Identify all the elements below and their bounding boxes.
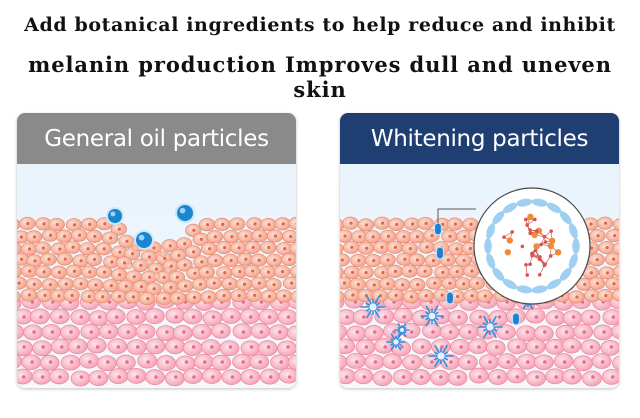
headline-line-1: Add botanical ingredients to help reduce… [24,14,616,36]
whitening-burst-icon [428,344,454,368]
whitening-burst-icon [394,323,410,337]
oil-particle-icon [106,207,124,225]
oil-particle-icon [134,230,154,250]
whitening-particle-icon [435,246,445,260]
whitening-burst-icon [360,295,386,319]
panel-title-whitening-particles: Whitening particles [340,113,619,164]
whitening-burst-icon [477,315,503,339]
skin-cross-section-left [17,203,296,387]
panel-title-general-oil-particles: General oil particles [17,113,296,164]
skin-cell-layer [17,216,296,387]
headline-line-2: melanin production Improves dull and une… [28,52,612,102]
oil-particle-icon [175,203,195,223]
whitening-particle-icon [433,222,443,236]
whitening-burst-icon [420,305,444,327]
general-oil-particles-panel: General oil particles [17,113,296,388]
magnified-particle-view [473,187,591,305]
whitening-particle-icon [445,291,455,305]
whitening-particle-icon [511,312,521,326]
whitening-burst-icon [386,333,406,351]
skin-cross-section-right [340,187,619,387]
whitening-particles-panel: Whitening particles [340,113,619,388]
